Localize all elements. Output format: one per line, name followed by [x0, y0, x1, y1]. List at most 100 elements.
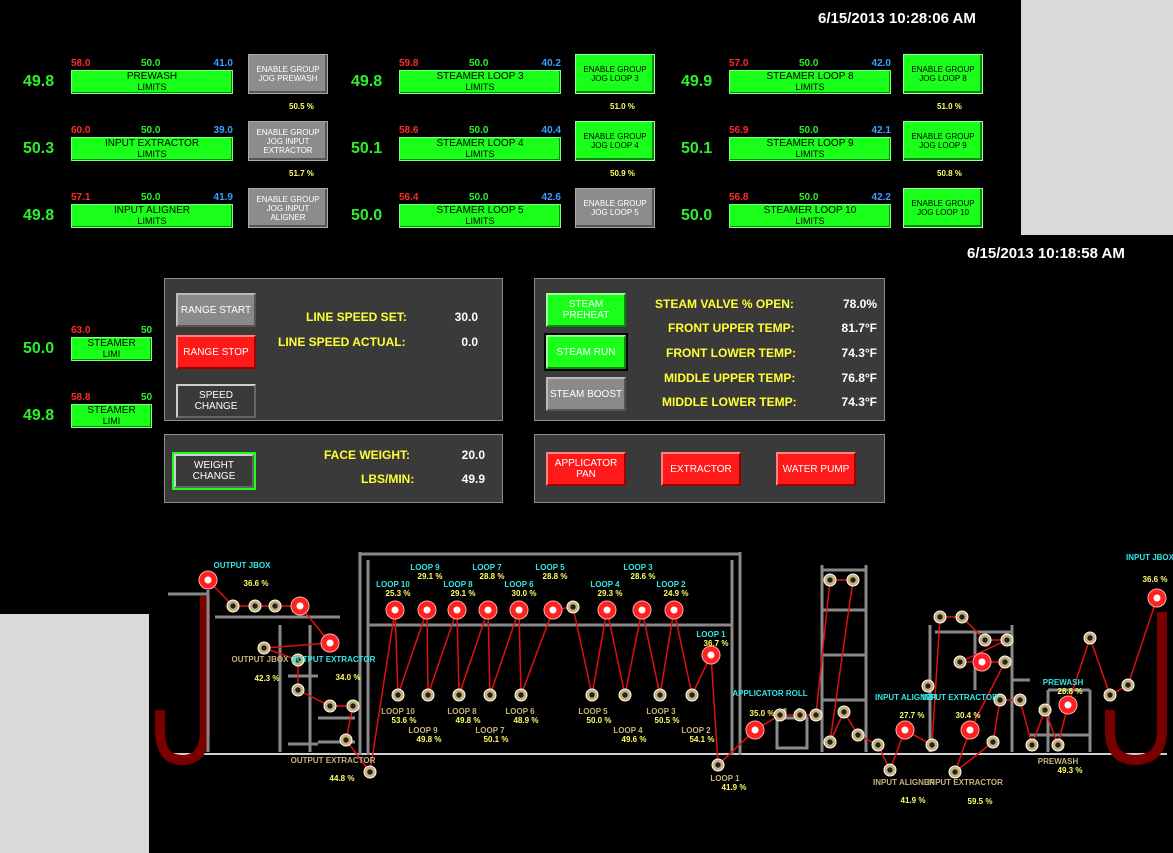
- speed-change-button[interactable]: SPEED CHANGE: [176, 384, 256, 418]
- setpoint: 50.0: [469, 125, 489, 136]
- roller-hub: [1055, 742, 1061, 748]
- roller-hub: [777, 712, 783, 718]
- loop-top-label: LOOP 5: [535, 563, 565, 572]
- roller-hub: [813, 712, 819, 718]
- loop1-low-label: LOOP 1: [710, 774, 740, 783]
- current-value: 50.0: [23, 340, 55, 357]
- dancer-hub: [423, 606, 431, 614]
- loop-top-label: LOOP 9: [410, 563, 440, 572]
- steam-boost-button[interactable]: STEAM BOOST: [546, 377, 626, 411]
- roller-hub: [925, 683, 931, 689]
- jog-button-steamer-loop-10[interactable]: ENABLE GROUP JOG LOOP 10: [903, 188, 983, 228]
- roller-hub: [952, 769, 958, 775]
- jog-button-prewash[interactable]: ENABLE GROUP JOG PREWASH: [248, 54, 328, 94]
- applicator-roll-label: APPLICATOR ROLL: [732, 689, 807, 698]
- dancer-hub: [453, 606, 461, 614]
- jog-button-steamer-loop-8[interactable]: ENABLE GROUP JOG LOOP 8: [903, 54, 983, 94]
- range-start-button[interactable]: RANGE START: [176, 293, 256, 327]
- jog-button-input-extractor[interactable]: ENABLE GROUP JOG INPUT EXTRACTOR: [248, 121, 328, 161]
- extractor-button[interactable]: EXTRACTOR: [661, 452, 741, 486]
- limits-label: STEAMER LOOP 8: [766, 71, 854, 82]
- loop-top-value: 29.1 %: [418, 572, 443, 581]
- loop-top-label: LOOP 1: [696, 630, 726, 639]
- low-limit: 63.0: [71, 325, 91, 336]
- prewash-top-value: 28.8 %: [1058, 687, 1083, 696]
- dancer-hub: [549, 606, 557, 614]
- steam-run-button[interactable]: STEAM RUN: [544, 333, 628, 371]
- roller-hub: [261, 645, 267, 651]
- weight-change-button[interactable]: WEIGHT CHANGE: [172, 452, 256, 490]
- limits-sub: LIMITS: [137, 216, 167, 226]
- loop-bottom-label: LOOP 7: [475, 726, 505, 735]
- limits-sub: LIMITS: [137, 82, 167, 92]
- input-aligner-low-label: INPUT ALIGNER: [873, 778, 935, 787]
- line-speed-actual-label: LINE SPEED ACTUAL:: [278, 335, 406, 349]
- setpoint: 50.0: [799, 58, 819, 69]
- input-extractor-top-value: 30.4 %: [956, 711, 981, 720]
- loop-top-value: 28.8 %: [543, 572, 568, 581]
- roller-hub: [327, 703, 333, 709]
- high-limit: 42.6: [541, 192, 561, 203]
- output-extractor-top-value: 34.0 %: [336, 673, 361, 682]
- range-stop-button[interactable]: RANGE STOP: [176, 335, 256, 369]
- low-limit: 56.4: [399, 192, 419, 203]
- jog-button-input-aligner[interactable]: ENABLE GROUP JOG INPUT ALIGNER: [248, 188, 328, 228]
- high-limit: 40.2: [541, 58, 561, 69]
- limits-label: INPUT EXTRACTOR: [104, 138, 200, 149]
- roller-hub: [997, 697, 1003, 703]
- current-value: 50.1: [681, 140, 713, 157]
- water-pump-button[interactable]: WATER PUMP: [776, 452, 856, 486]
- low-limit: 56.8: [729, 192, 749, 203]
- loop-bottom-label: LOOP 5: [578, 707, 608, 716]
- loop-top-label: LOOP 2: [656, 580, 686, 589]
- speed-panel: RANGE START RANGE STOP SPEED CHANGE LINE…: [164, 278, 503, 421]
- jog-button-steamer-loop-4[interactable]: ENABLE GROUP JOG LOOP 4: [575, 121, 655, 161]
- input-extractor-low-label: INPUT EXTRACTOR: [927, 778, 1003, 787]
- input-aligner-low-value: 41.9 %: [901, 796, 926, 805]
- setpoint: 50: [141, 325, 153, 336]
- roller-hub: [982, 637, 988, 643]
- roller-hub: [295, 687, 301, 693]
- roller-hub: [937, 614, 943, 620]
- output-jbox-label: OUTPUT JBOX: [214, 561, 272, 570]
- roller-hub: [827, 577, 833, 583]
- dancer-hub: [966, 726, 974, 734]
- dancer-hub: [1064, 701, 1072, 709]
- limits-sub: LIMITS: [137, 149, 167, 159]
- line-speed-set-value: 30.0: [454, 310, 478, 324]
- dancer-hub: [296, 602, 304, 610]
- jog-button-steamer-loop-9[interactable]: ENABLE GROUP JOG LOOP 9: [903, 121, 983, 161]
- roller-hub: [1125, 682, 1131, 688]
- low-limit: 58.8: [71, 392, 91, 403]
- high-limit: 42.1: [871, 125, 891, 136]
- jog-button-steamer-loop-5[interactable]: ENABLE GROUP JOG LOOP 5: [575, 188, 655, 228]
- high-limit: 42.2: [871, 192, 891, 203]
- prewash-top-label: PREWASH: [1043, 678, 1084, 687]
- window-backdrop-top-right: [1021, 0, 1173, 235]
- roller-hub: [622, 692, 628, 698]
- steam-preheat-button[interactable]: STEAM PREHEAT: [546, 293, 626, 327]
- limits-label: STEAMER LOOP 4: [436, 138, 524, 149]
- low-limit: 58.0: [71, 58, 91, 69]
- jog-button-steamer-loop-3[interactable]: ENABLE GROUP JOG LOOP 3: [575, 54, 655, 94]
- steam-panel: STEAM PREHEAT STEAM RUN STEAM BOOST STEA…: [534, 278, 885, 421]
- loop-bottom-value: 50.5 %: [655, 716, 680, 725]
- input-jbox-label: INPUT JBOX: [1126, 553, 1173, 562]
- applicator-pan-button[interactable]: APPLICATOR PAN: [546, 452, 626, 486]
- setpoint: 50: [141, 392, 153, 403]
